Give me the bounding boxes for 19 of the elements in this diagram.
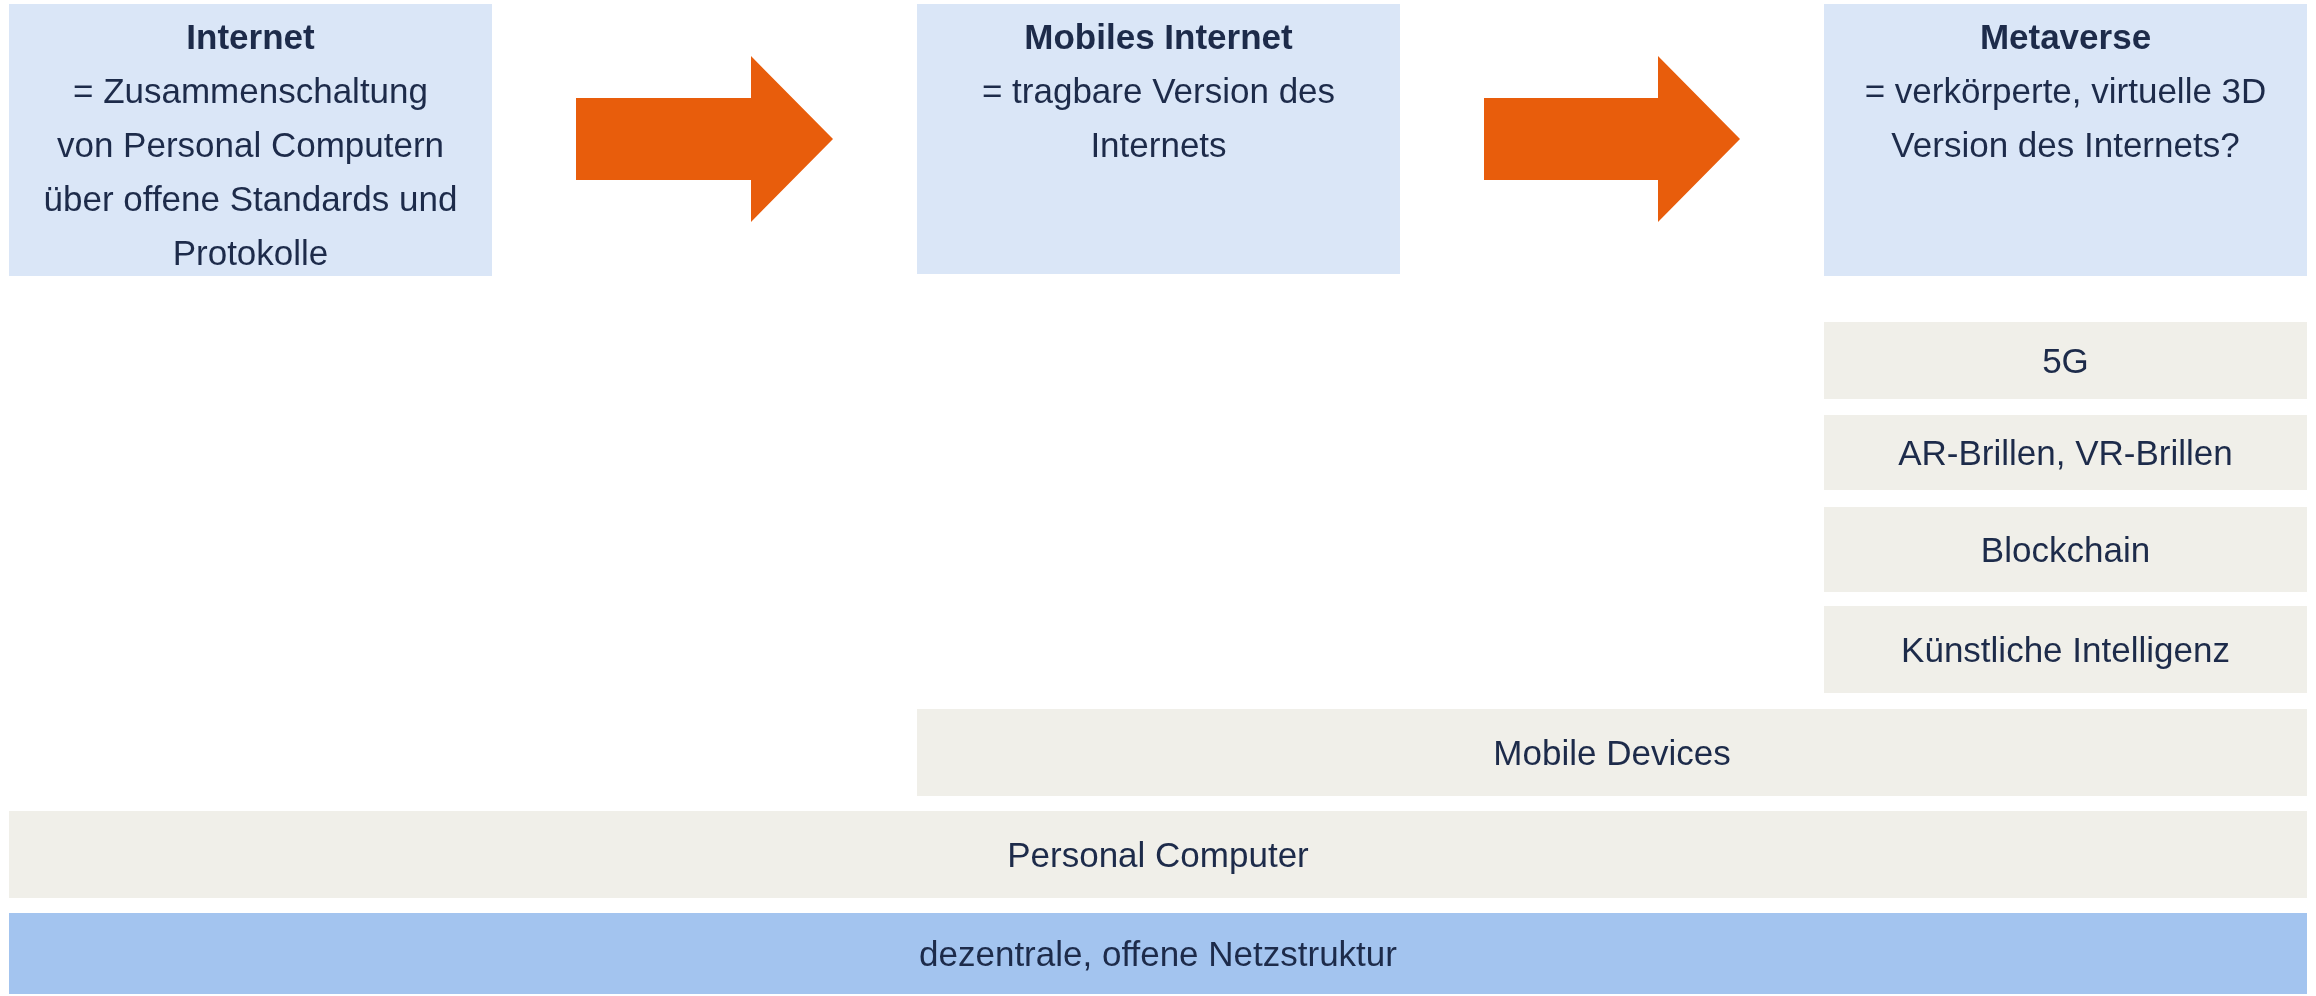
block-arrow [576, 56, 833, 222]
stage-box [9, 4, 492, 276]
box-description: = verkörperte, virtuelle 3D Version des Internets? [1863, 70, 2268, 166]
layer-label: Personal Computer [1007, 833, 1309, 876]
layer-label: dezentrale, offene Netzstruktur [919, 932, 1397, 975]
layer-label: Künstliche Intelligenz [1901, 628, 2230, 671]
box-description: = tragbare Version des Internets [980, 70, 1337, 166]
stage-box [917, 4, 1400, 274]
box-heading: Mobiles Internet [1024, 16, 1293, 58]
box-description: = Zusammenschaltung von Personal Computern über offene Standards und Protokolle [42, 70, 459, 274]
box-heading: Metaverse [1979, 16, 2152, 58]
box-heading: Internet [186, 16, 315, 58]
layer-label: 5G [2042, 339, 2089, 382]
layer-label: AR-Brillen, VR-Brillen [1898, 431, 2233, 474]
stage-box [1824, 4, 2307, 276]
layer-label: Mobile Devices [1493, 731, 1731, 774]
layer-label: Blockchain [1980, 528, 2151, 571]
base-layer-bar [9, 913, 2307, 994]
block-arrow [1484, 56, 1740, 222]
